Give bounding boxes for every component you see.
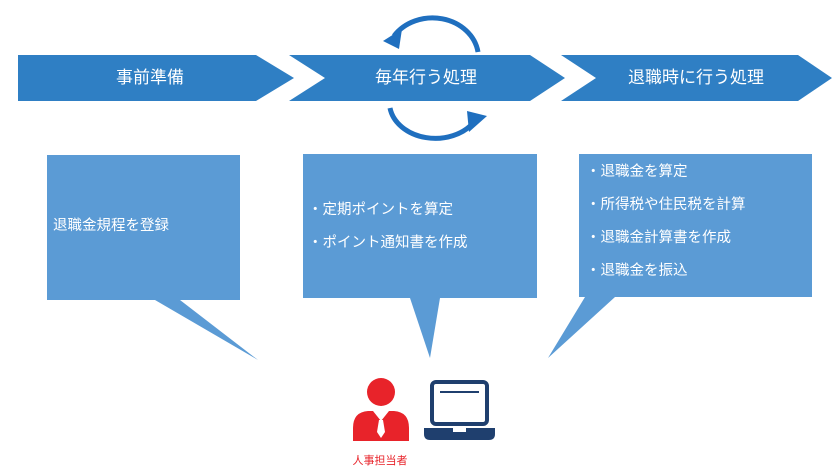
bubble-item: ・退職金計算書を作成: [586, 230, 731, 246]
stage-arrow-annual: [289, 55, 565, 101]
stage-arrow-preparation: [18, 55, 294, 101]
bubble-item: ・定期ポイントを算定: [308, 202, 453, 218]
stage-label-preparation: 事前準備: [116, 68, 184, 88]
stage-label-annual: 毎年行う処理: [375, 68, 477, 88]
person-icon: [353, 378, 409, 441]
stage-label-retirement: 退職時に行う処理: [628, 68, 764, 88]
bubble-item: ・所得税や住民税を計算: [586, 197, 746, 213]
bubble-annual: [303, 154, 537, 358]
role-label-hr: 人事担当者: [352, 454, 408, 467]
bubble-item: 退職金規程を登録: [53, 218, 169, 234]
bubble-item: ・退職金を振込: [586, 263, 688, 279]
stage-arrow-retirement: [561, 55, 832, 101]
bubble-preparation: [47, 155, 258, 360]
laptop-icon: [424, 380, 495, 440]
bubble-retirement: [548, 154, 812, 358]
cycle-arrows-icon: [383, 15, 487, 141]
bubble-item: ・退職金を算定: [586, 164, 688, 180]
bubble-item: ・ポイント通知書を作成: [308, 235, 468, 251]
